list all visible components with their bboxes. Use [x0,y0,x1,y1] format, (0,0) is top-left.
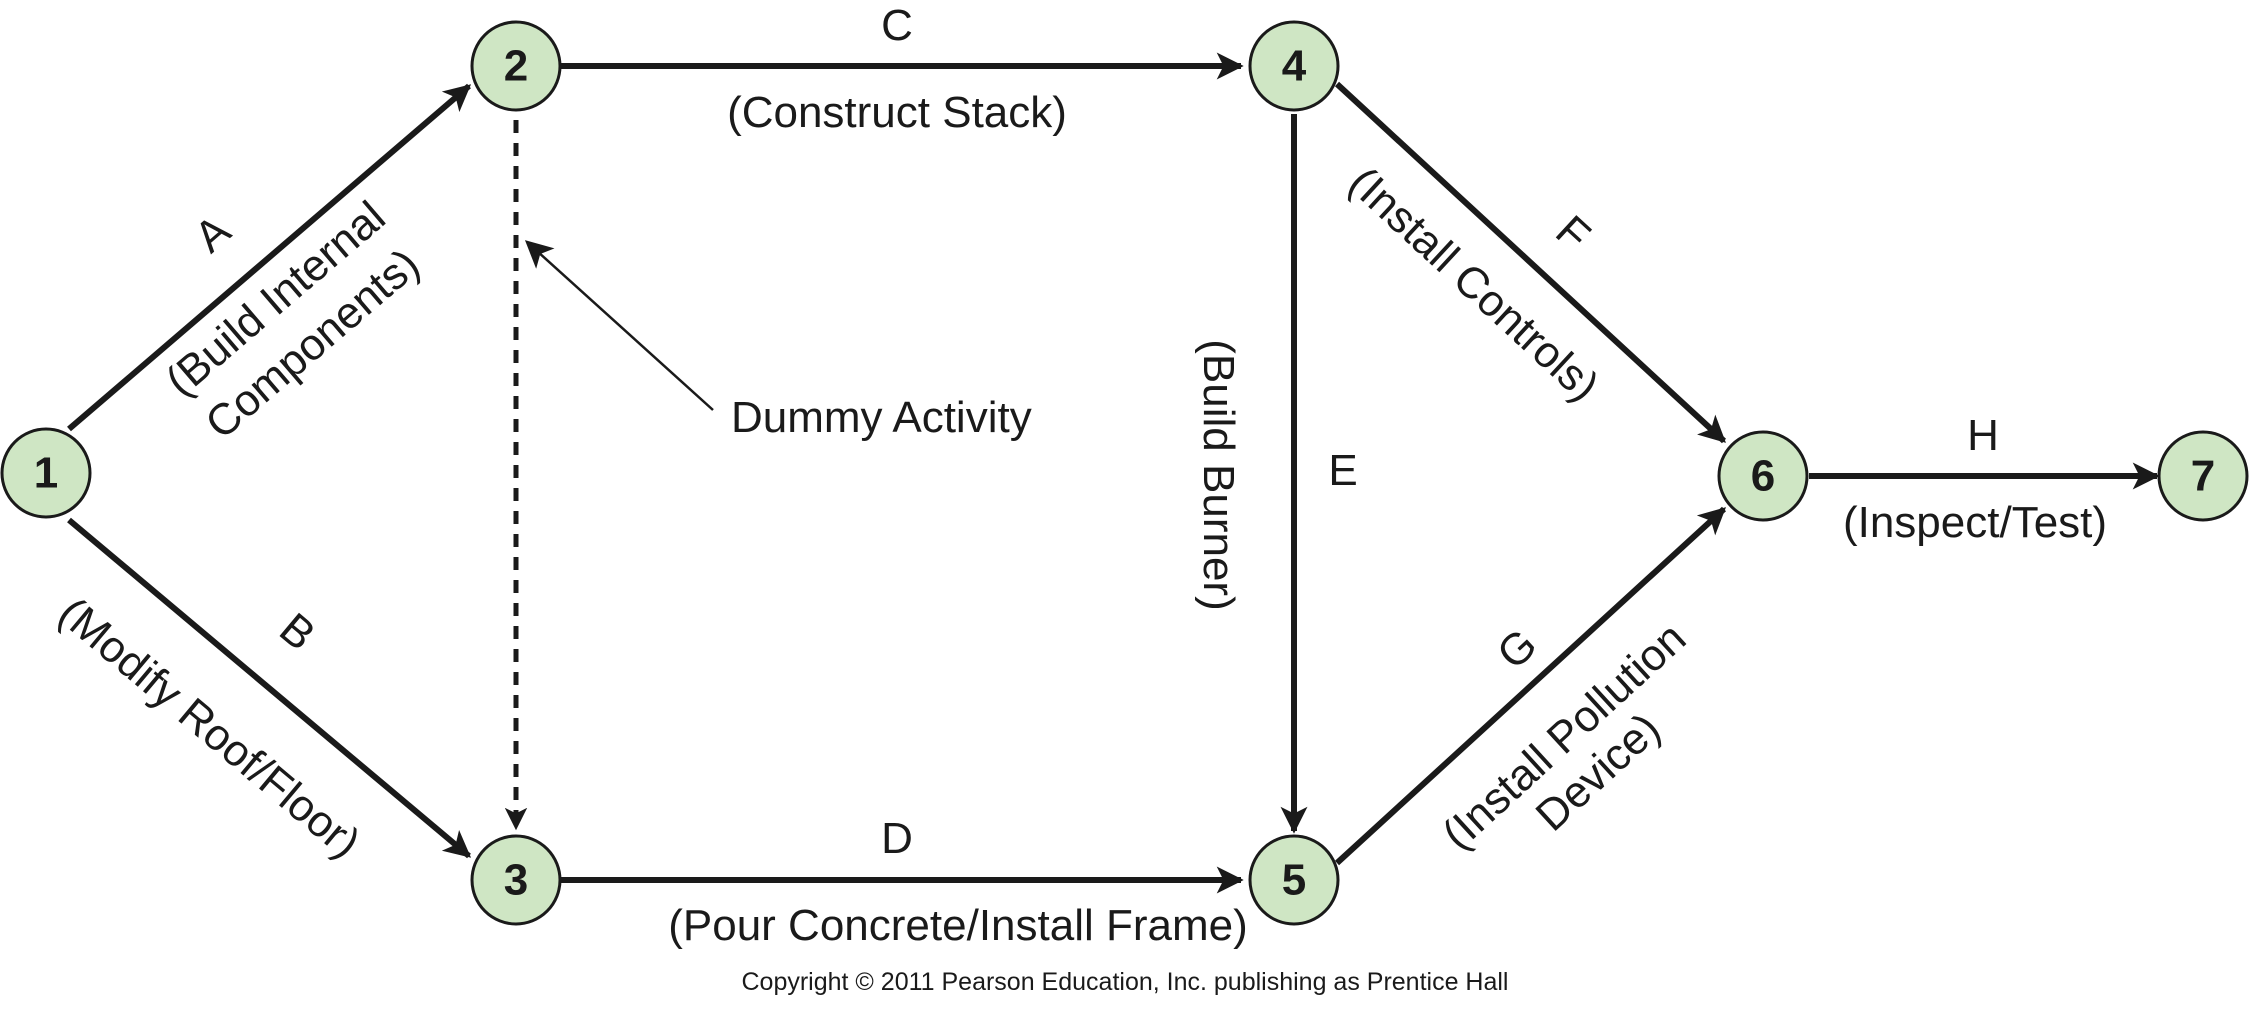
activity-c-letter: C [881,1,913,50]
svg-text:3: 3 [504,856,528,905]
node-6: 6 [1717,430,1809,522]
copyright-notice: Copyright © 2011 Pearson Education, Inc.… [741,968,1508,996]
activity-h-letter: H [1967,411,1999,460]
svg-text:1: 1 [34,449,58,498]
svg-text:7: 7 [2191,452,2215,501]
activity-d-letter: D [881,814,913,863]
dummy-pointer-arrow [524,240,714,411]
activity-c-description: (Construct Stack) [727,88,1067,137]
activity-g-letter: G [1488,620,1546,679]
node-4: 4 [1248,20,1340,112]
node-2: 2 [470,20,562,112]
svg-text:6: 6 [1751,452,1775,501]
activity-b-letter: B [270,604,324,660]
svg-text:5: 5 [1282,856,1306,905]
node-1: 1 [0,427,92,519]
node-3: 3 [470,834,562,926]
activity-d-description: (Pour Concrete/Install Frame) [668,901,1248,950]
edge-b [67,517,472,859]
activity-e-letter: E [1328,446,1357,495]
activity-e-description: (Build Burner) [1194,339,1243,610]
activity-b-description: (Modify Roof/Floor) [49,588,369,868]
activity-f-letter: F [1546,206,1599,260]
node-5: 5 [1248,834,1340,926]
activity-a-letter: A [185,205,240,262]
edge-g [1334,506,1727,866]
edge-a [67,83,472,432]
dummy-activity-label: Dummy Activity [731,393,1032,442]
activity-f-description: (Install Controls) [1340,158,1609,411]
activity-h-description: (Inspect/Test) [1843,498,2107,547]
node-7: 7 [2157,430,2249,522]
svg-text:4: 4 [1282,42,1307,91]
svg-text:2: 2 [504,42,528,91]
edge-f [1334,81,1727,444]
